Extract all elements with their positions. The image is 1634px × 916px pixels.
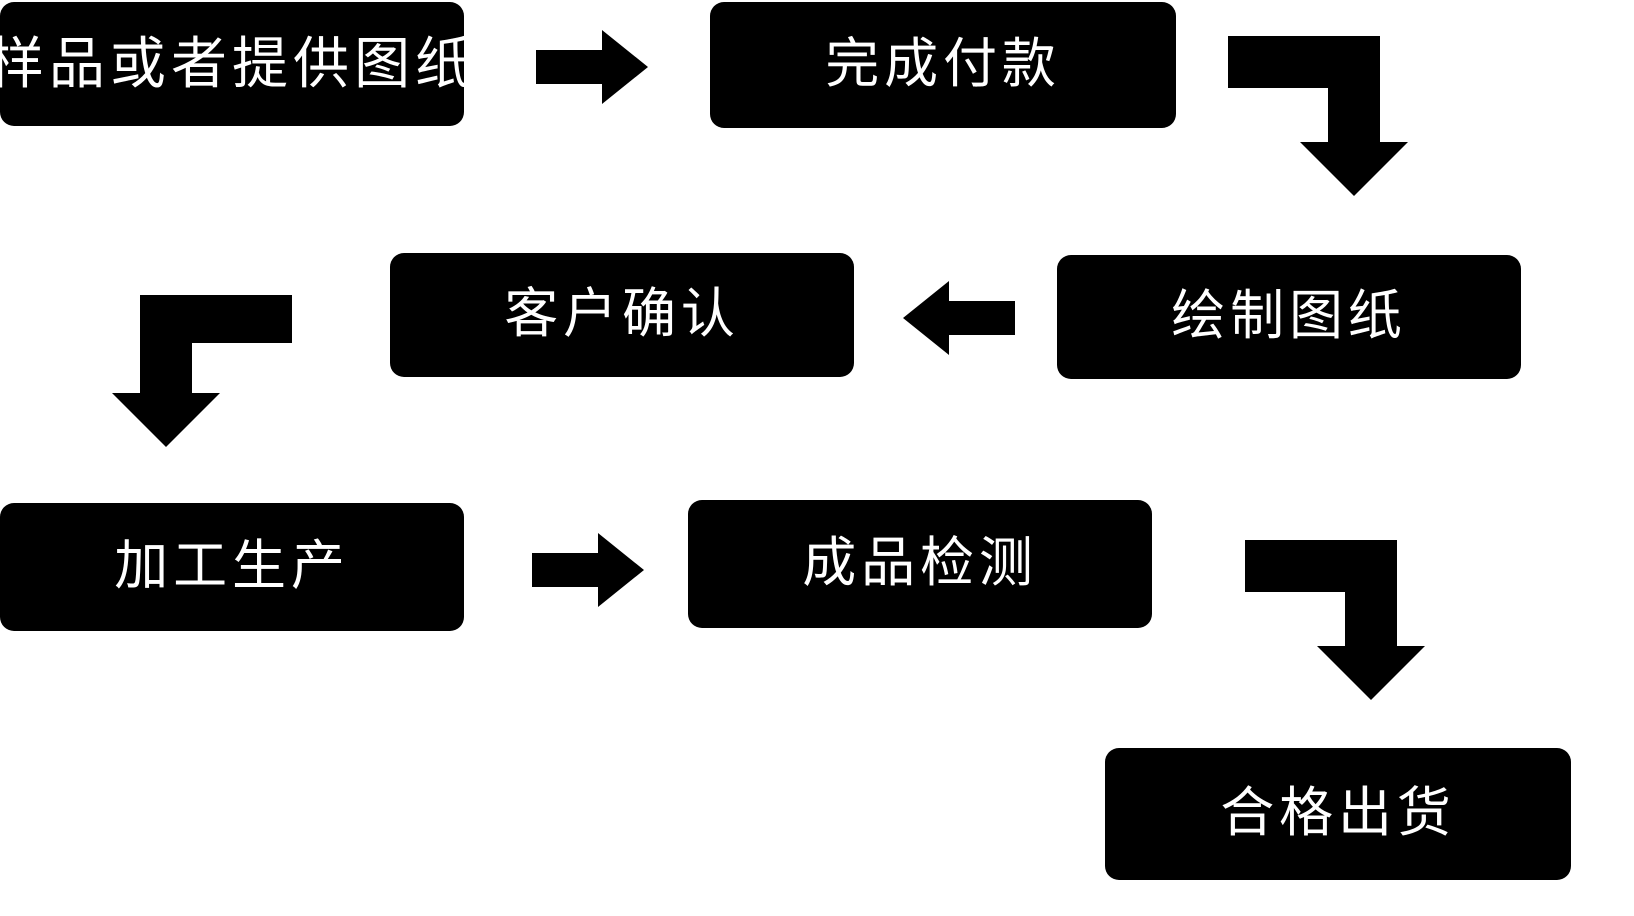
flow-node-customer-confirm[interactable]: 客户确认 <box>390 253 854 377</box>
elbow-arrow-confirm-to-production <box>112 295 292 447</box>
flow-node-label: 完成付款 <box>825 34 1061 95</box>
elbow-arrow-payment-to-drawing <box>1228 36 1408 196</box>
flow-node-label: 绘制图纸 <box>1171 286 1407 347</box>
flow-node-label: 加工生产 <box>114 536 350 597</box>
flow-node-complete-payment[interactable]: 完成付款 <box>710 2 1176 128</box>
flow-node-sample-or-drawing[interactable]: 样品或者提供图纸 <box>0 2 471 126</box>
flow-node-label: 合格出货 <box>1220 783 1456 844</box>
flow-node-label: 成品检测 <box>802 533 1038 594</box>
flow-node-machining-production[interactable]: 加工生产 <box>0 503 464 631</box>
flow-node-finished-product-inspection[interactable]: 成品检测 <box>688 500 1152 628</box>
arrow-right-production-to-inspection <box>532 533 644 607</box>
arrow-left-drawing-to-confirm <box>903 281 1015 355</box>
arrow-right-sample-to-payment <box>536 30 648 104</box>
flow-node-label: 客户确认 <box>504 284 740 345</box>
flow-node-label: 样品或者提供图纸 <box>0 32 477 96</box>
elbow-arrow-inspection-to-shipment <box>1245 540 1425 700</box>
flow-node-draw-blueprint[interactable]: 绘制图纸 <box>1057 255 1521 379</box>
flow-node-qualified-shipment[interactable]: 合格出货 <box>1105 748 1571 880</box>
